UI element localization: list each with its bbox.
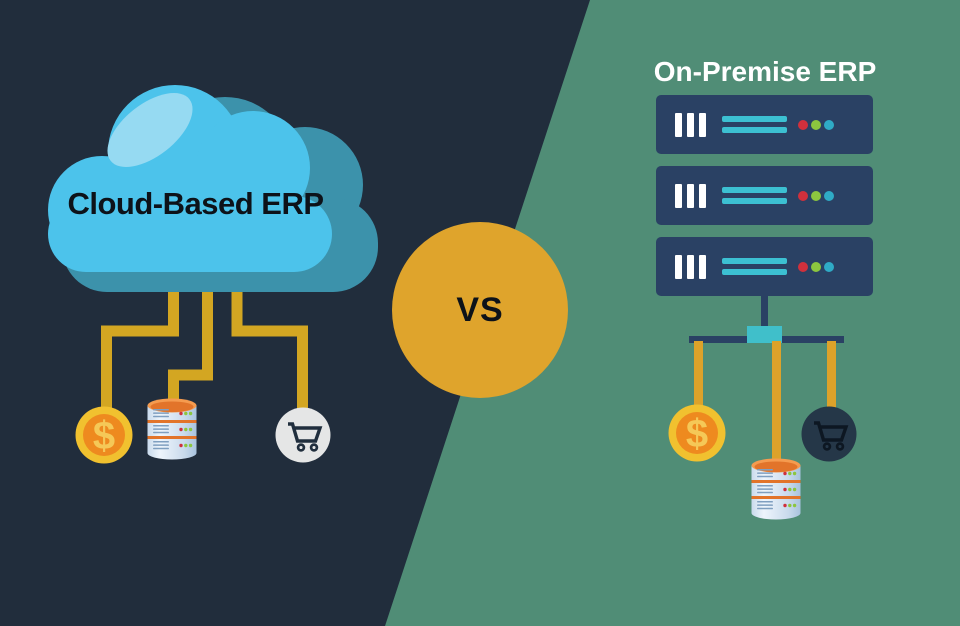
server-vent-bars [675,112,706,137]
cart-circle [275,407,331,463]
db-bottom [751,506,801,520]
server-unit [656,237,873,296]
db-separator [147,436,197,439]
drop-line-to-coin [694,341,703,409]
dollar-coin-icon: $ [75,406,133,464]
status-light-teal [824,119,834,130]
connector-to-coin [101,272,179,408]
drop-line-to-database [772,341,781,466]
status-light-green [811,261,821,272]
coin-face [676,412,718,454]
dollar-symbol: $ [686,412,708,456]
connector-to-cart [231,272,308,412]
vs-badge: VS [392,222,568,398]
dollar-coin-icon: $ [668,404,726,462]
on-premise-erp-title: On-Premise ERP [653,56,877,87]
cloud-icon [48,85,378,292]
coin-face [83,414,125,456]
status-light-red [798,261,808,272]
server-unit [656,166,873,225]
connector-to-database [168,272,213,403]
status-light-teal [824,261,834,272]
status-light-red [798,190,808,201]
database-icon [751,458,801,520]
db-top [754,461,798,473]
database-icon [147,398,197,460]
status-light-green [811,190,821,201]
db-top [150,401,194,413]
server-slot-lines [722,187,787,204]
status-light-teal [824,190,834,201]
server-stem-connector [761,296,768,332]
server-status-lights [798,119,834,130]
server-vent-bars [675,183,706,208]
db-separator [147,420,197,423]
server-status-lights [798,261,834,272]
status-light-green [811,119,821,130]
cart-circle [801,406,857,462]
vs-label: VS [456,290,504,329]
server-unit [656,95,873,154]
cloud-highlight-shape [107,93,193,167]
db-separator [751,496,801,499]
status-light-red [798,119,808,130]
cloud-erp-label: Cloud-Based ERP [67,186,324,221]
cloud-connector-lines [101,272,308,412]
dollar-symbol: $ [93,414,115,458]
server-status-lights [798,190,834,201]
server-slot-lines [722,116,787,133]
db-bottom [147,446,197,460]
shopping-cart-icon [275,407,331,463]
server-slot-lines [722,258,787,275]
db-separator [751,480,801,483]
drop-line-to-cart [827,341,836,409]
server-rack-icon [656,95,873,308]
shopping-cart-icon [801,406,857,462]
server-vent-bars [675,254,706,279]
junction-box [747,326,782,343]
